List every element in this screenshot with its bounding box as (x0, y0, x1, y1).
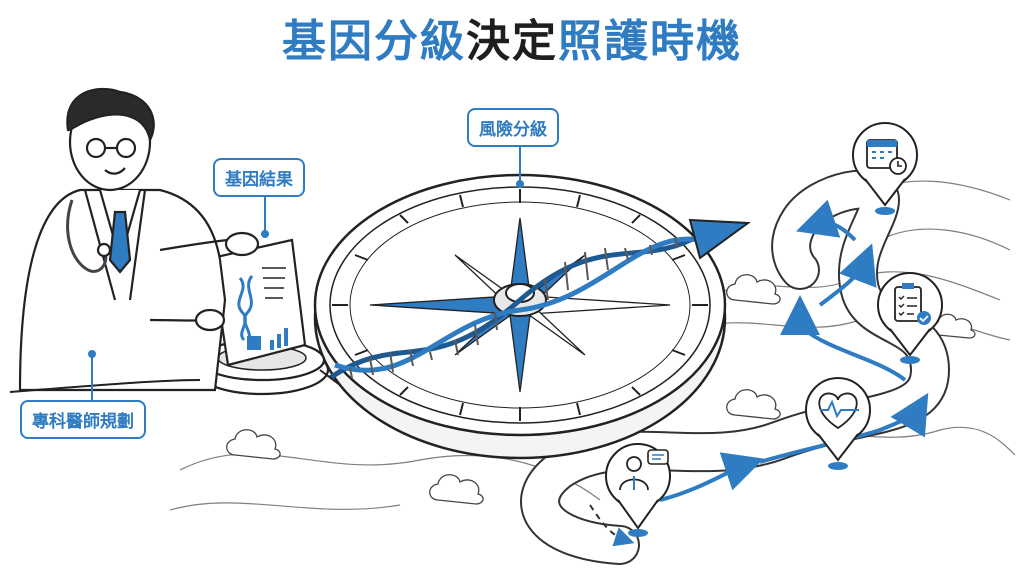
doctor-icon (619, 456, 649, 491)
label-connectors (88, 143, 524, 400)
chat-bubble-icon (647, 449, 669, 465)
title-part-3: 照護時機 (558, 16, 742, 67)
care-pathway-road (520, 169, 951, 565)
label-risk-grade: 風險分級 (467, 108, 559, 147)
title-part-1: 基因分級 (282, 16, 466, 67)
genetic-report-document (210, 238, 307, 367)
ground-line (9, 379, 201, 393)
clouds (226, 274, 976, 505)
label-genetic-result: 基因結果 (213, 158, 305, 197)
pin-heart-rate (805, 377, 871, 470)
title-part-2: 決定 (466, 16, 558, 67)
heart-rate-icon (818, 392, 858, 430)
pin-doctor-consult (605, 443, 671, 537)
dna-icon (328, 218, 751, 381)
page-title: 基因分級決定照護時機 (0, 14, 1024, 70)
pin-checklist (877, 272, 943, 364)
checklist-clipboard-icon (894, 283, 931, 325)
pin-calendar (852, 122, 918, 215)
compass-icon (313, 173, 727, 460)
label-specialist-planning: 專科醫師規劃 (20, 400, 146, 439)
calendar-clock-icon (866, 139, 907, 175)
doctor-illustration (18, 87, 260, 392)
